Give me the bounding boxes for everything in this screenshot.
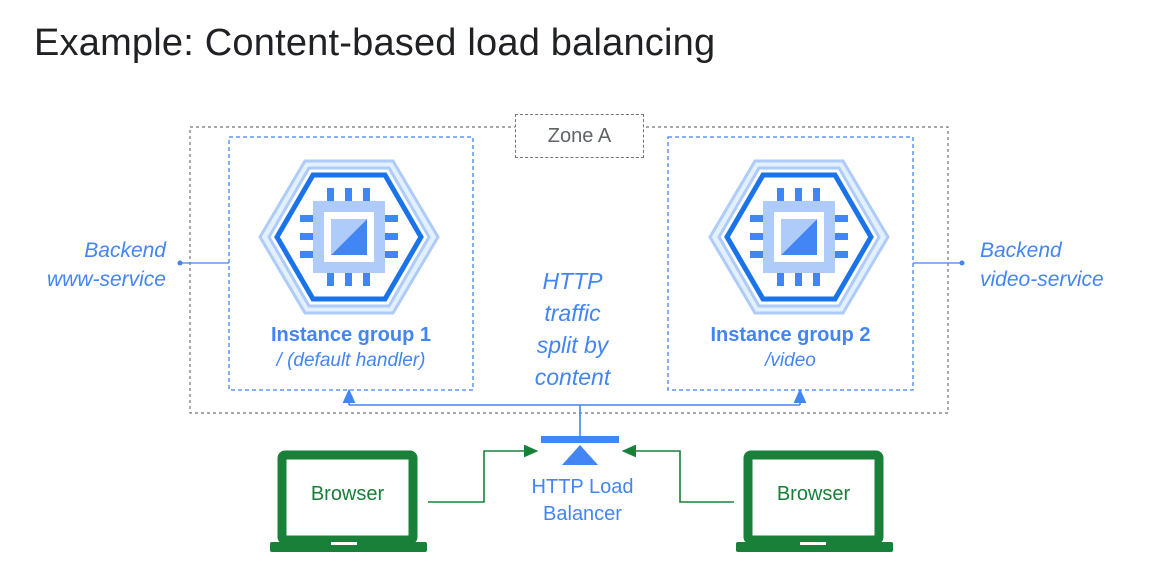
laptop-icon	[736, 450, 893, 552]
traffic-split-label: HTTP traffic split by content	[500, 265, 645, 393]
backend-www-line2: www-service	[46, 268, 166, 291]
browser-left-label: Browser	[310, 483, 385, 505]
backend-www-dot	[177, 260, 183, 266]
instance-group-2-subtitle: /video	[765, 350, 816, 371]
page-title: Example: Content-based load balancing	[34, 22, 716, 64]
arrow-right-browser-to-lb	[621, 444, 734, 503]
backend-video-dot	[959, 260, 965, 266]
traffic-line-1: HTTP	[542, 268, 603, 294]
instance-group-2-title: Instance group 2	[710, 324, 871, 346]
backend-www-label: Backend www-service	[30, 236, 166, 294]
laptop-icon	[270, 450, 427, 552]
load-balancer-line1: HTTP Load	[531, 476, 634, 498]
arrow-left-browser-to-lb	[428, 444, 539, 503]
compute-engine-icon	[258, 159, 440, 315]
load-balancer-label: HTTP Load Balancer	[500, 474, 665, 528]
load-balancer-line2: Balancer	[543, 503, 622, 525]
backend-video-label: Backend video-service	[980, 236, 1130, 294]
zone-label: Zone A	[515, 114, 644, 158]
instance-group-1-title: Instance group 1	[270, 324, 432, 346]
instance-group-2-label: Instance group 2 /video	[668, 324, 913, 372]
traffic-line-2: traffic	[544, 300, 601, 326]
instance-group-1-label: Instance group 1 / (default handler)	[229, 324, 473, 372]
traffic-line-4: content	[534, 364, 611, 390]
compute-engine-icon	[708, 159, 890, 315]
backend-video-line1: Backend	[980, 239, 1062, 262]
traffic-line-3: split by	[536, 332, 609, 358]
backend-www-line1: Backend	[84, 239, 166, 262]
backend-video-line2: video-service	[980, 268, 1104, 291]
browser-right-label: Browser	[776, 483, 851, 505]
load-balancer-icon	[541, 436, 619, 465]
instance-group-1-subtitle: / (default handler)	[276, 350, 426, 371]
